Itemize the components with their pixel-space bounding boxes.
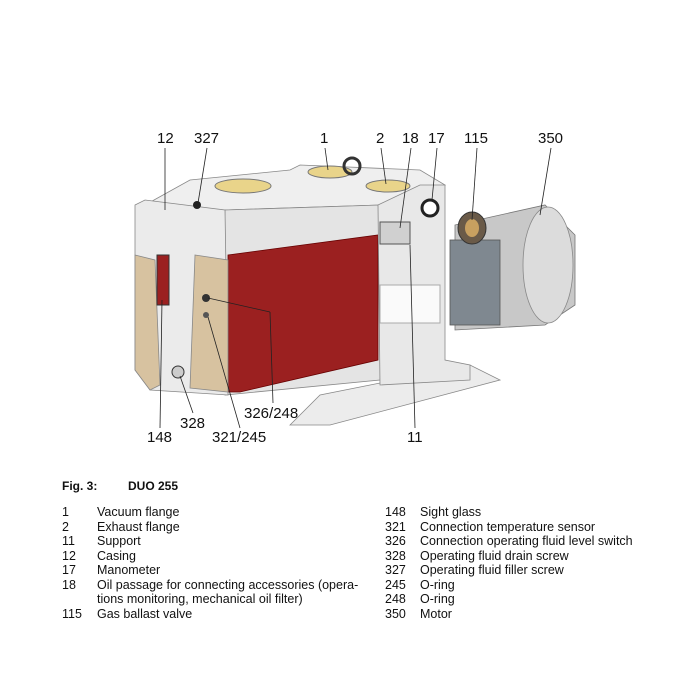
legend-item: 321 Connection temperature sensor [385,520,685,535]
callout-326-248: 326/248 [244,405,299,422]
legend-key: 327 [385,563,406,577]
callout-350: 350 [538,130,564,147]
callout-2: 2 [376,130,385,147]
legend-right: 148 Sight glass 321 Connection temperature… [385,505,685,621]
motor [449,204,576,331]
manometer [420,198,440,218]
legend-key: 248 [385,592,406,606]
legend-item: 18 Oil passage for connecting accessories… [62,578,362,607]
legend-item: 326 Connection operating fluid level swit… [385,534,685,549]
legend-item: 350 Motor [385,607,685,622]
legend-item: 327 Operating fluid filler screw [385,563,685,578]
legend-text: Casing [97,548,136,563]
vacuum-flange [307,165,353,179]
legend-text: Exhaust flange [97,519,180,534]
callout-18: 18 [402,130,419,147]
legend-text: Oil passage for connecting accessories (… [97,577,359,607]
fins [134,254,161,391]
callout-11: 11 [407,429,423,446]
callout-12: 12 [157,130,174,147]
legend-key: 115 [62,606,82,621]
callout-327: 327 [194,130,220,147]
legend-key: 11 [62,534,75,548]
legend-item: 12 Casing [62,549,362,564]
legend-item: 115 Gas ballast valve [62,607,362,622]
legend-item: 248 O-ring [385,592,685,607]
legend-item: 17 Manometer [62,563,362,578]
callout-1: 1 [320,130,329,147]
legend-key: 328 [385,548,406,563]
figure-caption: Fig. 3: DUO 255 [62,479,178,493]
legend-key: 12 [62,548,76,563]
callout-17: 17 [428,130,445,147]
legend-key: 17 [62,563,76,577]
sight-glass [156,254,170,306]
legend-key: 350 [385,606,406,621]
legend-text: Vacuum flange [97,505,180,519]
legend-text: Motor [420,606,452,621]
legend-key: 148 [385,505,406,519]
legend-key: 1 [62,505,69,519]
legend-text: Gas ballast valve [97,606,193,621]
figure-title: DUO 255 [128,479,179,493]
legend-text: O-ring [420,592,455,606]
legend-text: Connection temperature sensor [420,519,596,534]
pump-illustration [134,147,576,429]
exhaust-flange [365,179,411,193]
legend-item: 328 Operating fluid drain screw [385,549,685,564]
callout-321-245: 321/245 [212,429,267,446]
leader-lines [159,147,552,429]
lifting-eye [342,156,362,176]
legend-item: 11 Support [62,534,362,549]
legend-key: 321 [385,519,406,534]
legend-key: 2 [62,519,69,534]
legend-item: 245 O-ring [385,578,685,593]
legend-key: 245 [385,577,406,592]
legend-text: Sight glass [420,505,482,519]
legend-key: 18 [62,577,76,592]
legend-text: Operating fluid drain screw [420,548,569,563]
legend-text: Operating fluid filler screw [420,563,564,577]
legend-left: 1 Vacuum flange 2 Exhaust flange 11 Support… [62,505,362,621]
legend-item: 1 Vacuum flange [62,505,362,520]
legend-text: O-ring [420,577,455,592]
legend-text: Support [97,534,141,548]
legend-item: 148 Sight glass [385,505,685,520]
callout-115: 115 [464,130,488,147]
legend-text: Manometer [97,563,161,577]
figure-number: Fig. 3: [62,479,98,493]
legend-item: 2 Exhaust flange [62,520,362,535]
legend-key: 326 [385,534,406,548]
callout-148: 148 [147,429,173,446]
callout-328: 328 [180,415,206,432]
legend-text: Connection operating fluid level switch [420,534,633,548]
